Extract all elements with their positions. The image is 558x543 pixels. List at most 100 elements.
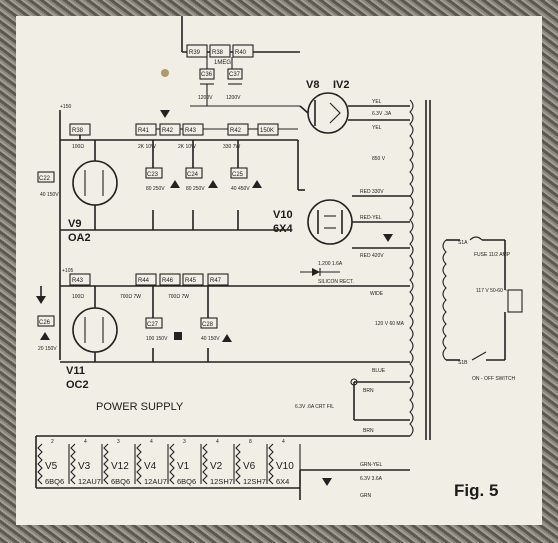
resistor-r44 xyxy=(135,273,157,286)
switch-label: ON - OFF SWITCH xyxy=(472,376,515,382)
heater-tube-type: 6BQ6 xyxy=(45,477,64,486)
wire-label: RED 420V xyxy=(360,253,384,259)
resistor-label: R44 xyxy=(138,278,150,284)
heater-filament xyxy=(70,443,76,485)
capacitor-c25 xyxy=(230,167,248,179)
tube-type: 6X4 xyxy=(273,223,293,235)
capacitor-c28 xyxy=(200,317,218,329)
cap-label: C37 xyxy=(229,72,241,78)
terminal-dot xyxy=(161,69,169,77)
capacitor-c24 xyxy=(185,167,203,179)
resistor-bank-2: R44 700Ω 7W R46 R45 700Ω 7W R47 C27 100 … xyxy=(120,273,232,362)
resistor-label: R46 xyxy=(162,278,174,284)
voltage-label: +105 xyxy=(62,268,73,274)
resistor-label: R43 xyxy=(72,278,84,284)
tube-type: OA2 xyxy=(68,232,91,244)
resistor-r38 xyxy=(209,44,231,58)
crt-label: 6.3V .6A CRT FIL xyxy=(295,404,334,410)
resistor-label: R47 xyxy=(210,278,222,284)
polarity-marker xyxy=(222,334,232,342)
heater-pin: 3 xyxy=(183,439,186,445)
tube-v10: V10 6X4 RED 330V RED-YEL RED 420V 850 V xyxy=(273,156,410,259)
polarity-marker xyxy=(170,180,180,188)
capacitor-c26 xyxy=(37,315,55,327)
cap-label: C23 xyxy=(147,172,159,178)
cap-value: 40 450V xyxy=(231,186,250,192)
switch-label: S1A xyxy=(458,240,468,246)
schematic-paper xyxy=(16,16,542,525)
wire-label: YEL xyxy=(372,125,382,131)
voltage-label: 120 V 60 MA xyxy=(375,321,405,327)
heater-filament xyxy=(235,443,241,485)
heater-tube-id: V1 xyxy=(177,461,190,472)
cap-label: C27 xyxy=(147,322,159,328)
heater-tube-id: V5 xyxy=(45,461,58,472)
tube-id: V10 xyxy=(273,209,293,221)
wire-label: BLUE xyxy=(372,368,386,374)
tube-v8: V8 IV2 YEL YEL 6.3V .3A xyxy=(299,79,410,134)
silicon-rectifier: 1.200 1.6A SILICON RECT. WIDE 120 V 60 M… xyxy=(300,261,410,374)
heater-tube-id: V2 xyxy=(210,461,223,472)
polarity-marker xyxy=(252,180,262,188)
tube-id: V9 xyxy=(68,218,81,230)
resistor-label: R45 xyxy=(185,278,197,284)
heater-tube-id: V10 xyxy=(276,461,294,472)
capacitor-c23 xyxy=(145,167,163,179)
heater-filament xyxy=(202,443,208,485)
heater-pin: 4 xyxy=(84,439,87,445)
heater-pin: 3 xyxy=(117,439,120,445)
cap-label: C22 xyxy=(39,176,51,182)
wire-label: BRN xyxy=(363,388,374,394)
cap-label: C36 xyxy=(201,72,213,78)
heater-tube-type: 12AU7 xyxy=(78,477,101,486)
resistor-label: R40 xyxy=(235,50,247,56)
tube-v11: +105 R43 100Ω V11 OC2 C26 20 150V xyxy=(36,268,300,391)
cap-value: 80 250V xyxy=(186,186,205,192)
section-title-text: POWER SUPPLY xyxy=(96,401,184,413)
ac-plug xyxy=(507,289,523,313)
heater-filament xyxy=(268,443,274,485)
tube-type: OC2 xyxy=(66,379,89,391)
heater-label: 6.3V 3.6A xyxy=(360,476,383,482)
power-transformer xyxy=(409,99,447,440)
resistor-label: R41 xyxy=(138,128,150,134)
resistor-label: 150K xyxy=(260,128,274,134)
resistor-r46 xyxy=(159,273,181,286)
tube-v9: +150 R38 100Ω V9 OA2 C22 40 150V xyxy=(37,104,298,360)
heater-pin: 4 xyxy=(216,439,219,445)
wire-label: RED 330V xyxy=(360,189,384,195)
resistor-r39 xyxy=(186,44,208,58)
voltage-label: 850 V xyxy=(372,156,386,162)
cap-label: C26 xyxy=(39,320,51,326)
capacitor-c36 xyxy=(199,68,215,80)
resistor-r40 xyxy=(232,44,254,58)
cap-value: 80 250V xyxy=(146,186,165,192)
capacitor-c37 xyxy=(227,68,243,80)
resistor-label: R42 xyxy=(230,128,242,134)
heater-tube-v3: 4V3 12AU7 xyxy=(70,439,103,486)
figure-caption: Fig. 5 xyxy=(454,481,498,500)
capacitor-c22 xyxy=(37,171,55,183)
resistor-value: 100Ω xyxy=(72,144,84,150)
heater-tube-type: 6BQ6 xyxy=(177,477,196,486)
heater-tube-id: V12 xyxy=(111,461,129,472)
resistor-value: 2K 10W xyxy=(138,144,156,150)
resistor-label: R38 xyxy=(212,50,224,56)
resistor-r47 xyxy=(207,273,229,286)
resistor-value: 2K 10W xyxy=(178,144,196,150)
wire-label: WIDE xyxy=(370,291,384,297)
wire-label: GRN-YEL xyxy=(360,462,382,468)
fuse-label: FUSE 11/2 AMP xyxy=(474,252,511,258)
resistor-r43b xyxy=(69,273,91,286)
wire-label: YEL xyxy=(372,99,382,105)
heater-tube-id: V3 xyxy=(78,461,91,472)
filter-caps-row1: C23 80 250V C24 80 250V C25 40 450V xyxy=(145,140,305,230)
rectifier-label: SILICON RECT. xyxy=(318,279,354,285)
cap-label: C28 xyxy=(202,322,214,328)
